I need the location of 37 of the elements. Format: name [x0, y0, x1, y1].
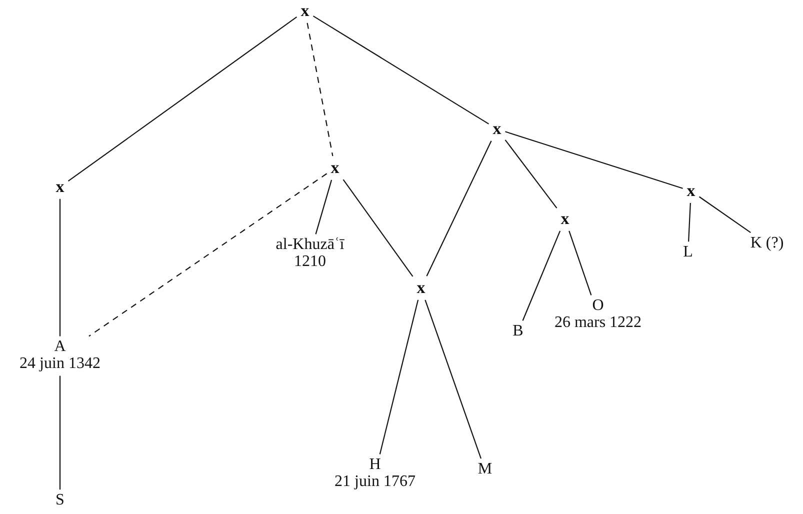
dashed-line	[306, 22, 334, 156]
stemma-line	[424, 300, 482, 459]
hypothetical-node-label: x	[490, 119, 504, 139]
date-label: 21 juin 1767	[334, 474, 416, 491]
stemma-line	[59, 376, 61, 490]
stemma-line	[698, 196, 751, 234]
manuscript-label: H	[369, 457, 381, 474]
stemma-line	[312, 16, 490, 124]
manuscript-label: K (?)	[748, 234, 786, 254]
hypothetical-node-label: x	[298, 1, 312, 21]
stemma-line	[68, 16, 298, 182]
manuscript-label: A	[54, 339, 66, 356]
stemma-line	[379, 300, 419, 454]
date-label: 1210	[294, 254, 326, 271]
manuscript-label: O	[592, 298, 604, 315]
stemma-line	[505, 131, 683, 189]
manuscript-label: L	[681, 244, 695, 262]
stemma-line	[59, 198, 61, 336]
date-label: 24 juin 1342	[20, 356, 100, 373]
hypothetical-node-label: x	[414, 278, 428, 298]
hypothetical-node-label: x	[684, 181, 698, 201]
stemma-line	[342, 179, 414, 277]
stemma-line	[315, 180, 332, 234]
date-label: 26 mars 1222	[554, 315, 642, 332]
manuscript-label: al-Khuzāʿī	[276, 237, 344, 254]
manuscript-label: M	[476, 460, 494, 480]
manuscript-label: B	[510, 322, 526, 342]
hypothetical-node-label: x	[328, 158, 342, 178]
dashed-line	[88, 173, 328, 337]
stemma-line	[688, 202, 691, 242]
stemma-line	[426, 140, 492, 276]
hypothetical-node-label: x	[54, 177, 66, 197]
manuscript-label: S	[54, 492, 66, 510]
stemma-line	[522, 230, 561, 321]
hypothetical-node-label: x	[558, 209, 572, 229]
stemma-line	[568, 230, 592, 296]
stemma-line	[504, 140, 558, 208]
